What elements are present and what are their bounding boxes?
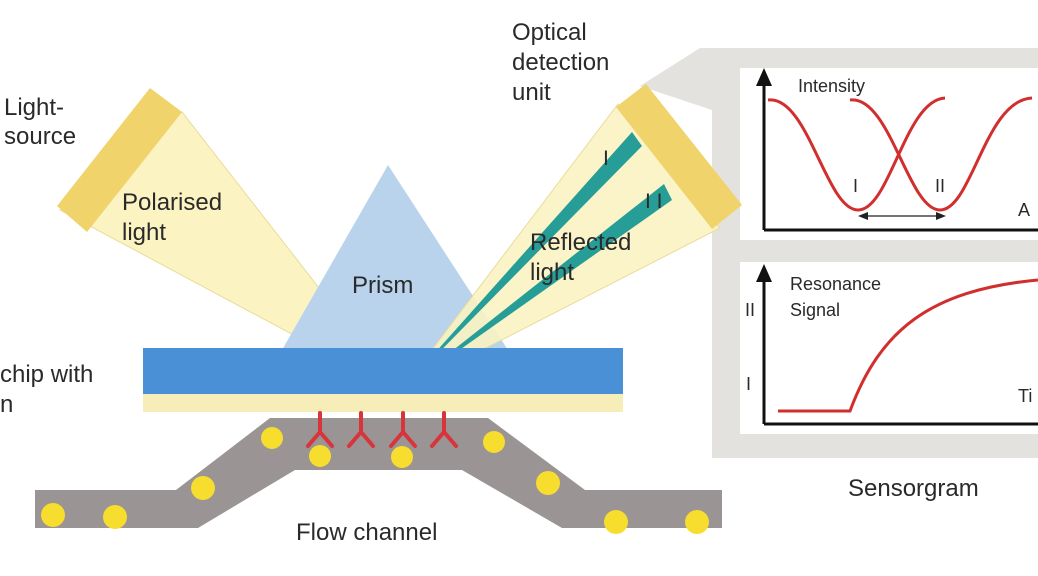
particle	[261, 427, 283, 449]
optical-detection-block	[616, 84, 742, 229]
reflected-beam-i	[400, 132, 642, 392]
reflected-line-1: Reflected	[530, 229, 631, 256]
particle	[483, 431, 505, 453]
shift-arrow	[858, 212, 946, 220]
resonance-panel	[740, 262, 1038, 434]
particle	[604, 510, 628, 534]
antibody	[430, 411, 458, 448]
polarised-light-line-1: Polarised	[122, 189, 222, 216]
y-tick-i: I	[746, 374, 751, 394]
beam-mark-i: I	[603, 147, 609, 170]
optical-line-1: Optical	[512, 19, 587, 46]
resonance-ylabel: Resonance Signal	[790, 274, 886, 320]
resonance-y-arrow	[756, 264, 772, 282]
antibodies	[306, 411, 458, 448]
particle	[41, 503, 65, 527]
particle	[103, 505, 127, 529]
flow-channel	[35, 418, 722, 528]
particle	[309, 445, 331, 467]
prism-label: Prism	[352, 272, 413, 299]
dip-label-ii: II	[935, 176, 945, 196]
light-source-line-1: Light-	[4, 94, 64, 121]
intensity-axes	[762, 82, 1038, 232]
polarised-light-label: Polarised light	[122, 189, 229, 246]
analyte-particles	[41, 427, 709, 534]
antibody	[347, 411, 375, 448]
flow-channel-label: Flow channel	[296, 519, 437, 546]
intensity-curve-ii	[849, 96, 1033, 212]
intensity-ylabel: Intensity	[798, 76, 865, 96]
reflected-light-label: Reflected light	[530, 229, 638, 286]
sensor-chip-glass	[143, 348, 623, 394]
chip-label: chip with n	[0, 361, 100, 418]
reflected-line-2: light	[530, 259, 574, 286]
light-source-block	[57, 88, 182, 232]
particle	[191, 476, 215, 500]
sensorgram-label: Sensorgram	[848, 475, 979, 502]
intensity-curve-i	[767, 96, 946, 212]
particle	[536, 471, 560, 495]
beam-mark-ii: I I	[645, 190, 663, 213]
chip-line-1: chip with	[0, 361, 93, 388]
resonance-line-2: Signal	[790, 300, 840, 320]
sensor-chip-gold-layer	[143, 394, 623, 412]
particle	[685, 510, 709, 534]
resonance-xlabel: Ti	[1018, 386, 1032, 406]
optical-line-2: detection	[512, 49, 609, 76]
intensity-y-arrow	[756, 68, 772, 86]
polarised-light-line-2: light	[122, 219, 166, 246]
resonance-curve	[778, 278, 1038, 413]
prism	[282, 165, 508, 350]
dip-label-i: I	[853, 176, 858, 196]
resonance-axes	[762, 278, 1038, 426]
particle	[391, 446, 413, 468]
optical-line-3: unit	[512, 79, 551, 106]
light-source-label: Light- source	[4, 94, 76, 150]
antibody	[306, 411, 334, 448]
light-source-line-2: source	[4, 123, 76, 150]
antibody	[389, 411, 417, 448]
resonance-line-1: Resonance	[790, 274, 881, 294]
chip-line-2: n	[0, 391, 13, 418]
intensity-panel	[740, 68, 1038, 240]
intensity-xlabel: A	[1018, 200, 1030, 220]
y-tick-ii: II	[745, 300, 755, 320]
optical-detection-label: Optical detection unit	[512, 19, 616, 106]
reflected-beam-ii	[400, 184, 672, 392]
